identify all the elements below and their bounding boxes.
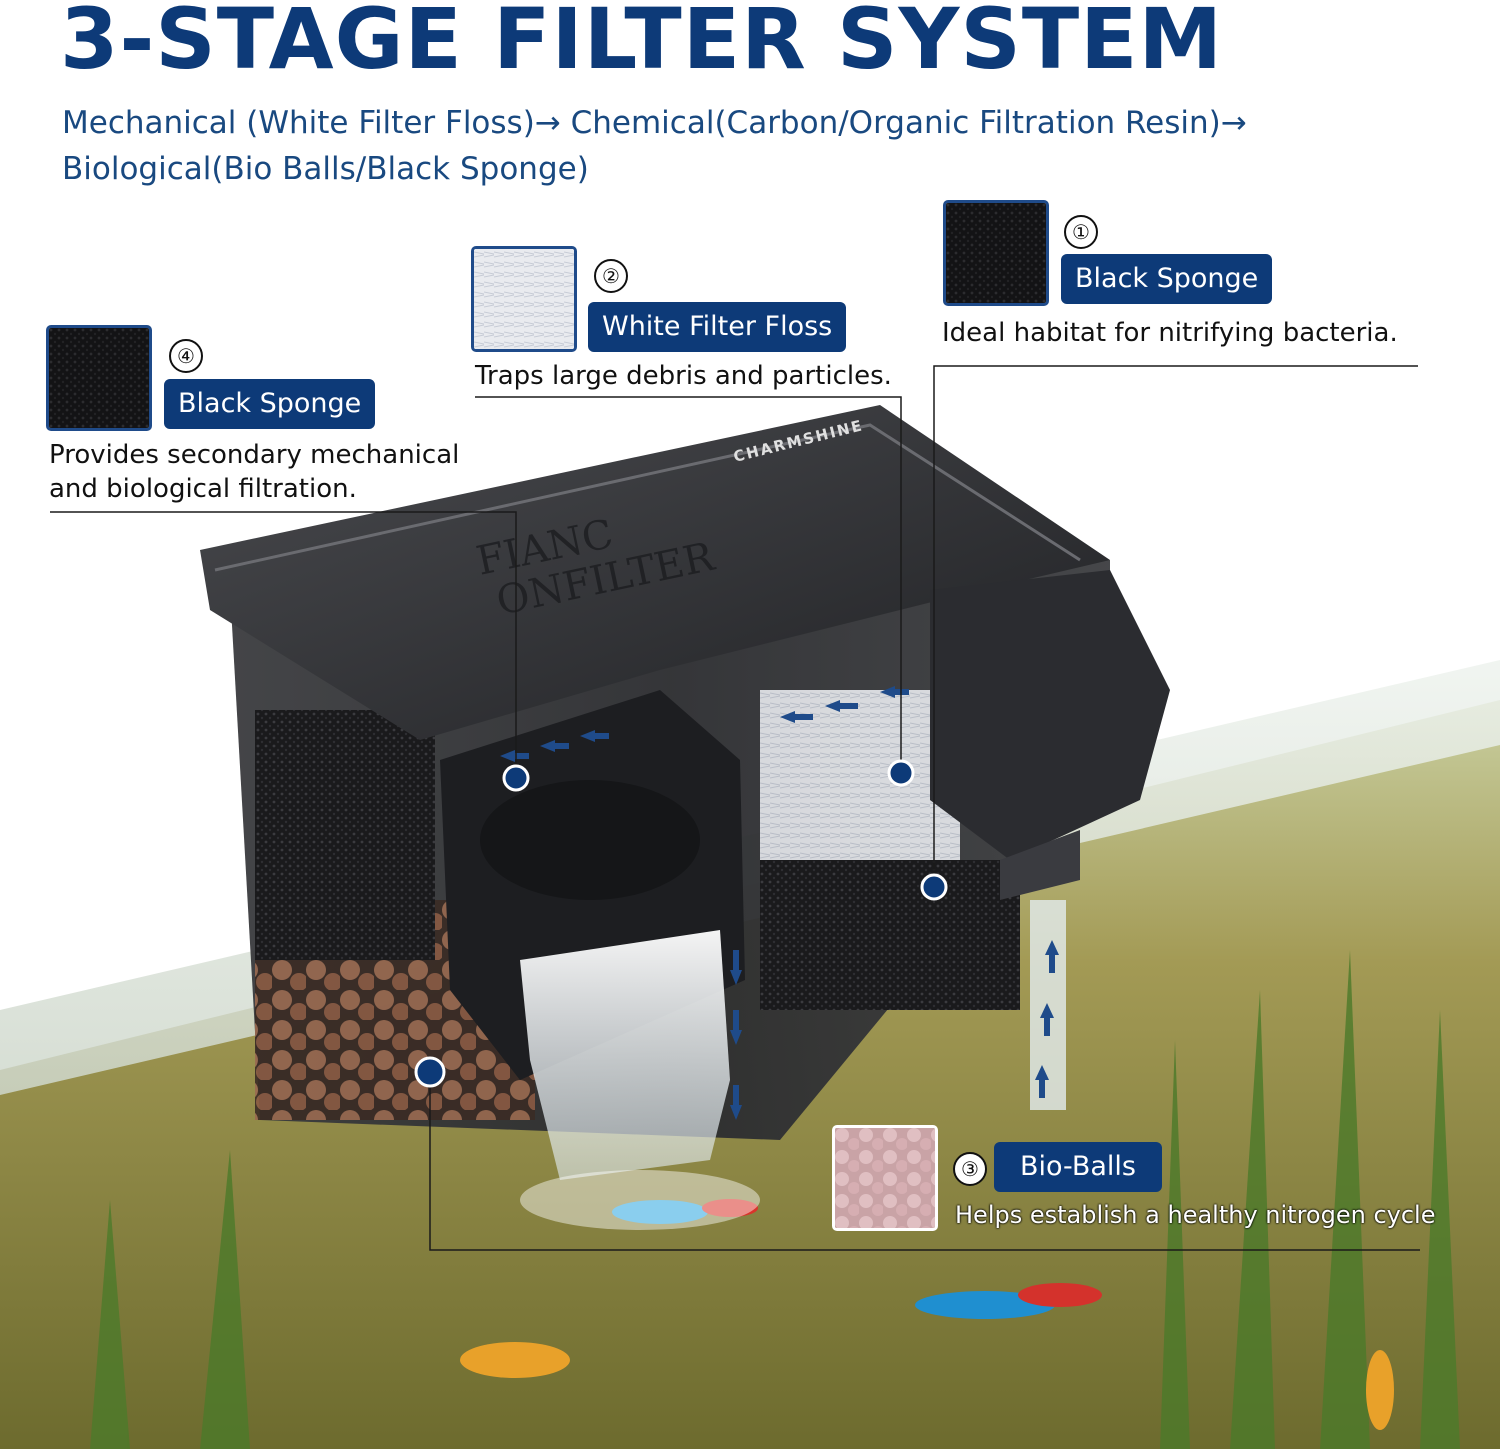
callout-desc-line-2: and biological filtration. bbox=[49, 474, 357, 504]
page-subtitle: Mechanical (White Filter Floss)→ Chemica… bbox=[62, 100, 1362, 192]
marker-white-floss bbox=[887, 759, 915, 787]
page-title: 3-STAGE FILTER SYSTEM bbox=[60, 0, 1224, 88]
black-sponge-icon bbox=[46, 325, 152, 431]
black-sponge-icon bbox=[943, 200, 1049, 306]
callout-desc-black-sponge-1: Ideal habitat for nitrifying bacteria. bbox=[942, 318, 1398, 348]
marker-black-sponge-4 bbox=[502, 764, 530, 792]
callout-number-2: ② bbox=[594, 259, 628, 293]
callout-number-4: ④ bbox=[169, 339, 203, 373]
callout-number-3: ③ bbox=[953, 1152, 987, 1186]
subtitle-line-2: Biological(Bio Balls/Black Sponge) bbox=[62, 151, 589, 187]
callout-desc-bio-balls: Helps establish a healthy nitrogen cycle bbox=[955, 1201, 1436, 1229]
callout-label-white-floss: White Filter Floss bbox=[588, 302, 847, 352]
callout-desc-line-1: Provides secondary mechanical bbox=[49, 440, 460, 470]
callout-label-bio-balls: Bio-Balls bbox=[994, 1142, 1162, 1192]
callout-desc-black-sponge-4: Provides secondary mechanical and biolog… bbox=[49, 438, 459, 506]
marker-black-sponge-1 bbox=[920, 873, 948, 901]
callout-label-black-sponge-4: Black Sponge bbox=[164, 379, 376, 429]
callout-label-black-sponge-1: Black Sponge bbox=[1061, 254, 1273, 304]
callout-number-1: ① bbox=[1064, 215, 1098, 249]
marker-bio-balls bbox=[414, 1056, 446, 1088]
callout-desc-white-floss: Traps large debris and particles. bbox=[475, 361, 892, 391]
bio-balls-icon bbox=[832, 1125, 938, 1231]
white-floss-icon bbox=[471, 246, 577, 352]
subtitle-line-1: Mechanical (White Filter Floss)→ Chemica… bbox=[62, 105, 1247, 141]
